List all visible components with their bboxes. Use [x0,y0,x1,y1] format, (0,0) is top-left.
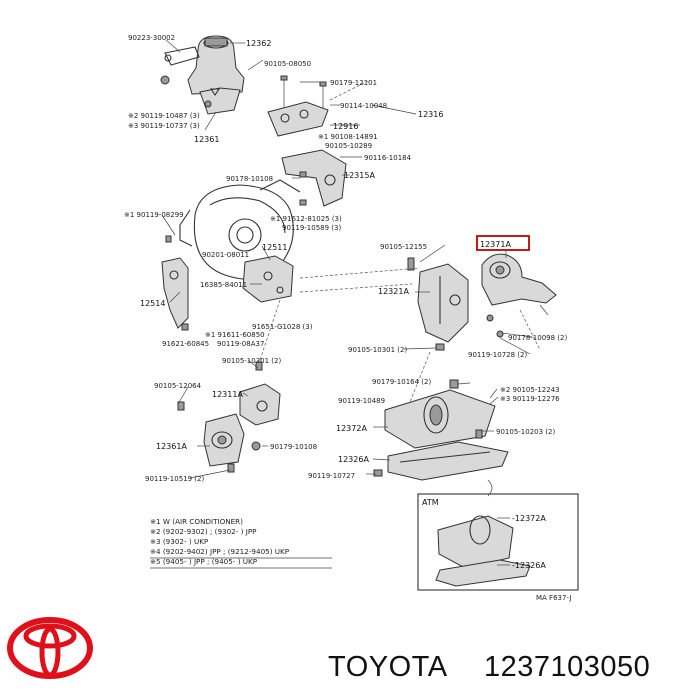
label-12372A: 12372A [336,424,367,433]
label-90116: 90116-10184 [364,154,412,162]
mount-12372A [384,379,496,449]
label-12316: 12316 [418,110,443,119]
toyota-logo-icon [7,617,93,679]
label-90119b: ※3 90119-10737 (3) [128,122,200,130]
highlight-box-12371A [476,235,530,251]
label-90119h: ※3 90119-12276 [500,395,560,403]
label-12311A: 12311A [212,390,243,399]
engine-mount-12362 [164,35,245,115]
label-90114: 90114-10048 [340,102,387,110]
label-90178b: 90178-10098 (2) [508,334,567,342]
label-90119a: ※2 90119-10487 (3) [128,112,200,120]
bracket-12326A [373,441,509,481]
footnote-1: ※1 W (AIR CONDITIONER) [150,517,243,526]
label-atm: ATM [422,498,439,507]
label-90119i: 90119-10519 (2) [145,475,204,483]
part-number: 1237103050 [484,651,650,683]
label-90105d: 90105-10301 (2) [348,346,407,354]
footnotes: ※1 W (AIR CONDITIONER) ※2 (9202-9302) ; … [150,517,332,569]
footnote-2: ※2 (9202-9302) ; (9302- ) JPP [150,527,257,536]
label-90119e: 90119-08A37 [217,340,264,348]
label-90119d: 90119-10589 (3) [282,224,341,232]
footnote-5: ※5 (9405- ) JPP ; (9405- ) UKP [150,557,258,566]
label-12372A-atm: -12372A [512,514,546,523]
mount-12311A [239,361,281,426]
label-ref: MA F637-J [536,594,571,602]
label-90119c: ※1 90119-08299 [124,211,184,219]
label-90223: 90223-30002 [128,34,175,42]
label-90179c: 90179-10108 [270,443,317,451]
transmission-housing [179,179,301,280]
label-16385: 16385-84011 [200,281,247,289]
label-91651: 91651-G1028 (3) [252,323,313,331]
label-12326A-atm: -12326A [512,561,546,570]
label-90105e: 90105-10301 (2) [222,357,281,365]
label-90105a: 90105-08050 [264,60,311,68]
bracket-12511 [242,255,294,303]
reference-lines [259,79,541,403]
label-12511: 12511 [262,243,287,252]
label-90119f: 90119-10728 (2) [468,351,527,359]
label-12916: 12916 [333,122,358,131]
label-12315A: 12315A [344,171,375,180]
bolts-group-left [160,75,221,108]
label-12361A: 12361A [156,442,187,451]
label-12371A: 12371A [480,240,511,249]
leader-lines [161,39,533,566]
brand-name: TOYOTA [328,651,448,683]
label-90105g: ※2 90105-12243 [500,386,560,394]
label-90179a: 90179-12101 [330,79,377,87]
label-91611: ※1 91611-60850 [205,331,265,339]
label-90119j: 90119-10727 [308,472,355,480]
label-90105c: 90105-12155 [380,243,427,251]
bracket-12315A [281,149,347,207]
label-91621: 91621-60845 [162,340,209,348]
bracket-12514 [161,235,189,331]
bracket-12321A [407,257,469,351]
label-90105f: 90105-12064 [154,382,202,390]
label-12361: 12361 [194,135,219,144]
atm-inset [417,479,579,591]
label-12321A: 12321A [378,287,409,296]
label-90108a: ※1 90108-14891 [318,133,378,141]
label-90179b: 90179-10164 (2) [372,378,431,386]
label-90178a: 90178-10108 [226,175,273,183]
bracket-12316 [267,75,329,137]
label-12362: 12362 [246,39,271,48]
footnote-3: ※3 (9302- ) UKP [150,537,209,546]
mount-12371A [481,253,557,338]
label-90201: 90201-08011 [202,251,249,259]
label-91612: ※1 91612-81025 (3) [270,215,342,223]
label-12326A: 12326A [338,455,369,464]
part-labels: 90223-30002 12362 90105-08050 90179-1210… [124,34,571,602]
mount-12361A [177,401,261,473]
label-90105h: 90105-10203 (2) [496,428,555,436]
label-90119g: 90119-10489 [338,397,385,405]
label-12514: 12514 [140,299,165,308]
label-90105b: 90105-10289 [325,142,372,150]
footnote-4: ※4 (9202-9402) JPP ; (9212-9405) UKP [150,547,290,556]
